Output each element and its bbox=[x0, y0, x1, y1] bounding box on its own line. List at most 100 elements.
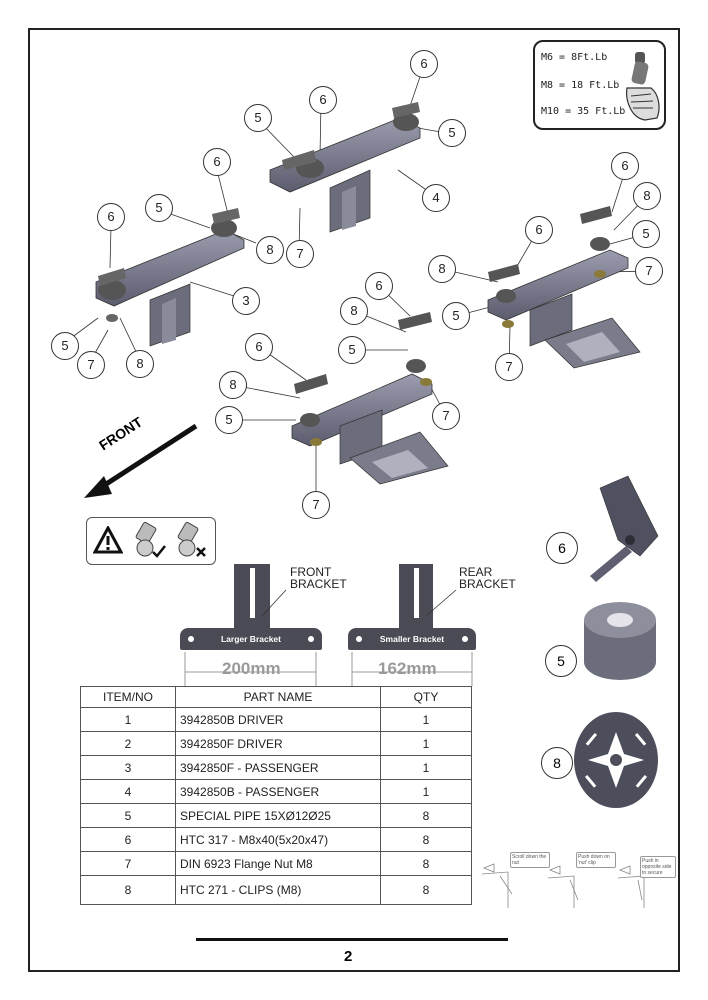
callout-6: 6 bbox=[97, 203, 125, 231]
cell-qty: 1 bbox=[380, 731, 472, 756]
front-bracket-label-1: FRONT bbox=[290, 565, 332, 579]
part-8-label: 8 bbox=[541, 747, 573, 779]
cell-qty: 1 bbox=[380, 707, 472, 732]
cell-item: 4 bbox=[80, 779, 176, 804]
callout-5: 5 bbox=[215, 406, 243, 434]
warning-box bbox=[86, 517, 216, 565]
page-number: 2 bbox=[344, 948, 353, 965]
col-header-qty: QTY bbox=[380, 686, 472, 708]
clip-image bbox=[574, 712, 658, 808]
smaller-bracket-text: Smaller Bracket bbox=[379, 634, 445, 644]
cell-item: 5 bbox=[80, 803, 176, 828]
callout-8: 8 bbox=[219, 371, 247, 399]
cell-part-name: HTC 271 - CLIPS (M8) bbox=[175, 875, 381, 905]
page-frame bbox=[28, 28, 680, 972]
callout-5: 5 bbox=[442, 302, 470, 330]
cell-part-name: HTC 317 - M8x40(5x20x47) bbox=[175, 827, 381, 852]
cell-qty: 8 bbox=[380, 803, 472, 828]
wrench-hand-icon bbox=[626, 52, 660, 121]
callout-5: 5 bbox=[145, 194, 173, 222]
cell-qty: 1 bbox=[380, 755, 472, 780]
callout-4: 4 bbox=[422, 184, 450, 212]
cell-part-name: SPECIAL PIPE 15XØ12Ø25 bbox=[175, 803, 381, 828]
callout-5: 5 bbox=[632, 220, 660, 248]
clip-correct-icon bbox=[135, 522, 166, 558]
howto-step-1: Scroll down the nut bbox=[510, 852, 550, 868]
cell-qty: 8 bbox=[380, 827, 472, 852]
cell-item: 6 bbox=[80, 827, 176, 852]
cell-item: 3 bbox=[80, 755, 176, 780]
torque-m6: M6 = 8Ft.Lb bbox=[541, 52, 608, 63]
torque-spec-box: M6 = 8Ft.Lb M8 = 18 Ft.Lb M10 = 35 Ft.Lb bbox=[533, 40, 666, 130]
bracket-assembly-3 bbox=[95, 208, 245, 347]
callout-5: 5 bbox=[51, 332, 79, 360]
table-header-row: ITEM/NO PART NAME QTY bbox=[80, 686, 472, 708]
callout-6: 6 bbox=[410, 50, 438, 78]
callout-6: 6 bbox=[203, 148, 231, 176]
callout-8: 8 bbox=[126, 350, 154, 378]
plate-hole bbox=[308, 636, 314, 642]
callout-8: 8 bbox=[633, 182, 661, 210]
cell-part-name: 3942850F - PASSENGER bbox=[175, 755, 381, 780]
callout-5: 5 bbox=[338, 336, 366, 364]
larger-bracket-text: Larger Bracket bbox=[220, 634, 281, 644]
cell-qty: 1 bbox=[380, 779, 472, 804]
col-header-part-name: PART NAME bbox=[175, 686, 381, 708]
clip-wrong-icon bbox=[177, 522, 206, 557]
cell-qty: 8 bbox=[380, 875, 472, 905]
clip-install-steps bbox=[481, 863, 645, 908]
callout-8: 8 bbox=[256, 236, 284, 264]
callout-7: 7 bbox=[77, 351, 105, 379]
callout-7: 7 bbox=[432, 402, 460, 430]
bracket-assembly-lower bbox=[291, 312, 449, 485]
larger-bracket-dimension: 200mm bbox=[222, 659, 281, 678]
cell-item: 1 bbox=[80, 707, 176, 732]
callout-3: 3 bbox=[232, 287, 260, 315]
bracket-diagrams bbox=[184, 564, 473, 686]
rear-bracket-label-2: BRACKET bbox=[459, 577, 516, 591]
smaller-bracket-plate: Smaller Bracket bbox=[348, 628, 476, 650]
part-5-label: 5 bbox=[545, 645, 577, 677]
plate-hole bbox=[462, 636, 468, 642]
rear-bracket-label-1: REAR bbox=[459, 565, 493, 579]
callout-5: 5 bbox=[438, 119, 466, 147]
howto-step-2: Push down on 'nut' clip bbox=[576, 852, 616, 868]
spacer-image bbox=[584, 602, 656, 680]
cell-item: 8 bbox=[80, 875, 176, 905]
cell-item: 7 bbox=[80, 851, 176, 876]
callout-7: 7 bbox=[635, 257, 663, 285]
part-6-label: 6 bbox=[546, 532, 578, 564]
bracket-assembly-right bbox=[487, 206, 641, 369]
t-knob-image bbox=[590, 475, 659, 582]
callout-6: 6 bbox=[309, 86, 337, 114]
bracket-assembly-4 bbox=[269, 102, 421, 233]
plate-hole bbox=[356, 636, 362, 642]
cell-item: 2 bbox=[80, 731, 176, 756]
callout-7: 7 bbox=[286, 240, 314, 268]
col-header-item: ITEM/NO bbox=[80, 686, 176, 708]
callout-6: 6 bbox=[525, 216, 553, 244]
plate-hole bbox=[188, 636, 194, 642]
callout-5: 5 bbox=[244, 104, 272, 132]
callout-6: 6 bbox=[245, 333, 273, 361]
cell-part-name: 3942850F DRIVER bbox=[175, 731, 381, 756]
front-arrow-icon bbox=[84, 423, 198, 498]
torque-m10: M10 = 35 Ft.Lb bbox=[541, 106, 626, 117]
cell-part-name: DIN 6923 Flange Nut M8 bbox=[175, 851, 381, 876]
callout-7: 7 bbox=[302, 491, 330, 519]
howto-step-3: Push in opposite side to secure bbox=[640, 856, 676, 878]
callout-8: 8 bbox=[428, 255, 456, 283]
larger-bracket-plate: Larger Bracket bbox=[180, 628, 322, 650]
callout-6: 6 bbox=[611, 152, 639, 180]
part-images bbox=[574, 475, 659, 808]
warning-triangle-icon bbox=[93, 526, 123, 554]
footer-rule bbox=[196, 938, 508, 941]
